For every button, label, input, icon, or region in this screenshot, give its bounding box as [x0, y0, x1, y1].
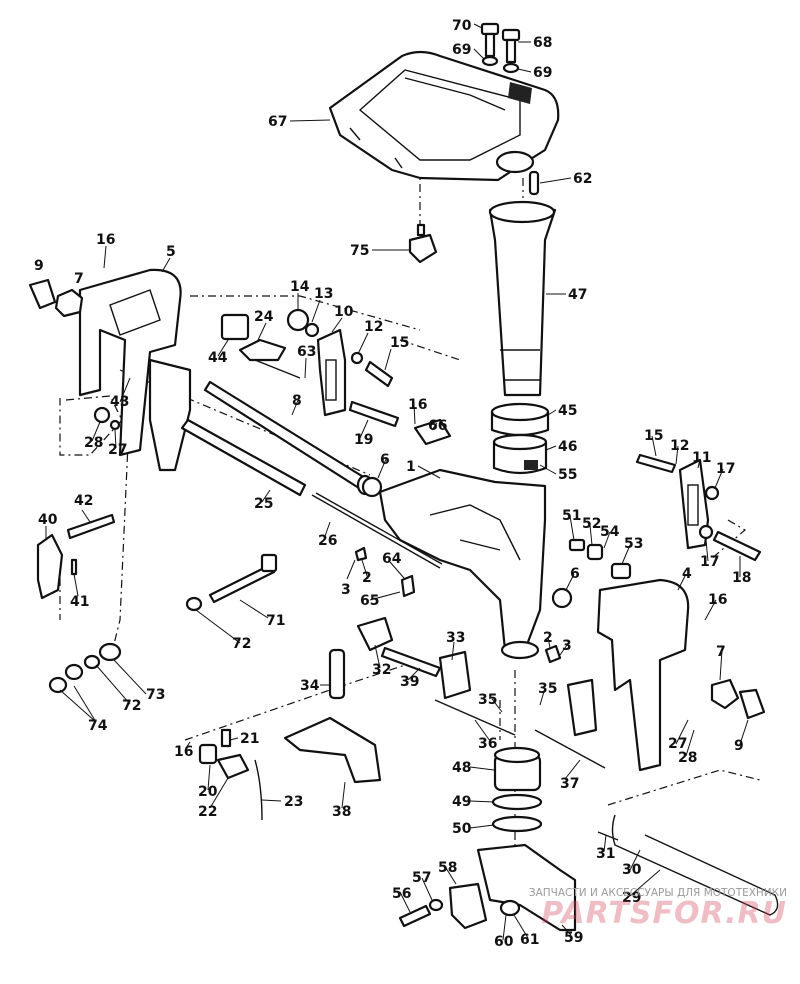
- callout-16: 16: [408, 397, 427, 413]
- callout-23: 23: [284, 794, 303, 810]
- callout-16: 16: [96, 232, 115, 248]
- callout-36: 36: [478, 736, 497, 752]
- callout-75: 75: [350, 243, 369, 259]
- callout-2: 2: [543, 630, 553, 646]
- callout-21: 21: [240, 731, 259, 747]
- callout-3: 3: [341, 582, 351, 598]
- callout-6: 6: [380, 452, 390, 468]
- callout-20: 20: [198, 784, 218, 800]
- callout-52: 52: [582, 516, 601, 532]
- callout-27: 27: [668, 736, 687, 752]
- callout-16: 16: [174, 744, 193, 760]
- callout-17: 17: [700, 554, 719, 570]
- callout-16: 16: [708, 592, 727, 608]
- callout-7: 7: [74, 271, 84, 287]
- callout-72: 72: [232, 636, 251, 652]
- callout-69: 69: [533, 65, 552, 81]
- callout-22: 22: [198, 804, 217, 820]
- callout-13: 13: [314, 286, 333, 302]
- callout-68: 68: [533, 35, 552, 51]
- callout-45: 45: [558, 403, 577, 419]
- callout-38: 38: [332, 804, 351, 820]
- callout-19: 19: [354, 432, 373, 448]
- callout-28: 28: [678, 750, 697, 766]
- callout-44: 44: [208, 350, 228, 366]
- callout-66: 66: [428, 418, 447, 434]
- callout-33: 33: [446, 630, 465, 646]
- callout-35: 35: [478, 692, 497, 708]
- callout-27: 27: [108, 442, 127, 458]
- callout-43: 43: [110, 394, 129, 410]
- callout-8: 8: [292, 393, 302, 409]
- callout-60: 60: [494, 934, 514, 950]
- callout-71: 71: [266, 613, 285, 629]
- callout-15: 15: [644, 428, 663, 444]
- callout-5: 5: [166, 244, 176, 260]
- callout-24: 24: [254, 309, 274, 325]
- callout-73: 73: [146, 687, 165, 703]
- callout-65: 65: [360, 593, 379, 609]
- callout-74: 74: [88, 718, 108, 734]
- callout-10: 10: [334, 304, 354, 320]
- callout-9: 9: [34, 258, 44, 274]
- callout-12: 12: [670, 438, 689, 454]
- callout-4: 4: [682, 566, 692, 582]
- callout-49: 49: [452, 794, 471, 810]
- callout-31: 31: [596, 846, 615, 862]
- callout-58: 58: [438, 860, 457, 876]
- callout-67: 67: [268, 114, 287, 130]
- callout-35: 35: [538, 681, 557, 697]
- callout-labels: 70 69 68 69 67 62 75 47 45 46 55 1 16 5 …: [34, 18, 751, 950]
- callout-41: 41: [70, 594, 89, 610]
- callout-56: 56: [392, 886, 411, 902]
- callout-72: 72: [122, 698, 141, 714]
- callout-47: 47: [568, 287, 587, 303]
- callout-61: 61: [520, 932, 539, 948]
- callout-17: 17: [716, 461, 735, 477]
- callout-11: 11: [692, 450, 711, 466]
- callout-6: 6: [570, 566, 580, 582]
- callout-42: 42: [74, 493, 93, 509]
- callout-3: 3: [562, 638, 572, 654]
- callout-55: 55: [558, 467, 577, 483]
- callout-7: 7: [716, 644, 726, 660]
- leader-lines: [45, 23, 749, 941]
- callout-28: 28: [84, 435, 103, 451]
- callout-70: 70: [452, 18, 472, 34]
- callout-29: 29: [622, 890, 641, 906]
- callout-2: 2: [362, 570, 372, 586]
- callout-53: 53: [624, 536, 643, 552]
- callout-54: 54: [600, 524, 620, 540]
- callout-37: 37: [560, 776, 579, 792]
- callout-51: 51: [562, 508, 581, 524]
- callout-32: 32: [372, 662, 391, 678]
- callout-12: 12: [364, 319, 383, 335]
- callout-1: 1: [406, 459, 416, 475]
- callout-46: 46: [558, 439, 577, 455]
- callout-15: 15: [390, 335, 409, 351]
- callout-34: 34: [300, 678, 320, 694]
- callout-48: 48: [452, 760, 471, 776]
- parts-artwork: [28, 22, 779, 932]
- callout-18: 18: [732, 570, 751, 586]
- steering-handle: [328, 50, 560, 182]
- callout-69: 69: [452, 42, 471, 58]
- callout-62: 62: [573, 171, 592, 187]
- callout-30: 30: [622, 862, 642, 878]
- callout-9: 9: [734, 738, 744, 754]
- callout-40: 40: [38, 512, 58, 528]
- callout-14: 14: [290, 279, 310, 295]
- callout-63: 63: [297, 344, 316, 360]
- callout-57: 57: [412, 870, 431, 886]
- callout-25: 25: [254, 496, 273, 512]
- callout-59: 59: [564, 930, 583, 946]
- assembly-guide-lines: [59, 130, 761, 886]
- callout-26: 26: [318, 533, 337, 549]
- callout-50: 50: [452, 821, 472, 837]
- callout-39: 39: [400, 674, 419, 690]
- callout-64: 64: [382, 551, 402, 567]
